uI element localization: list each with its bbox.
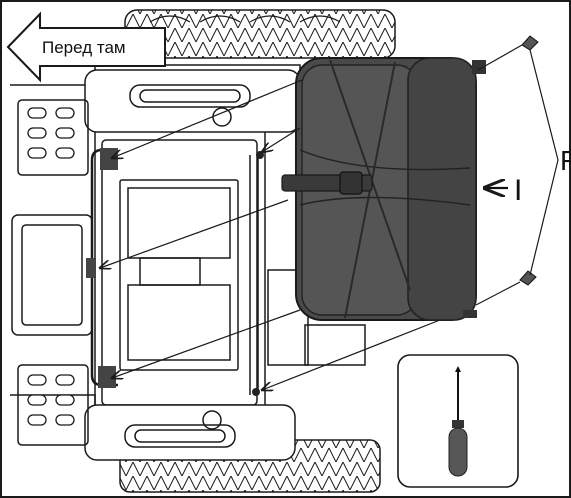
screw-callout-bracket bbox=[529, 49, 559, 276]
bracket-clip-top bbox=[100, 148, 118, 170]
side-vents bbox=[27, 107, 75, 426]
callout-letter-i: I bbox=[514, 174, 522, 207]
mount-hole-bottom bbox=[252, 388, 260, 396]
screwdriver-inset bbox=[397, 354, 519, 488]
front-direction-arrow: Перед там bbox=[6, 11, 166, 83]
screw-icon bbox=[519, 35, 539, 286]
screwdriver-icon bbox=[448, 366, 468, 477]
seat bbox=[281, 57, 486, 321]
direction-label: Перед там bbox=[42, 38, 126, 57]
bracket-clip-middle bbox=[86, 258, 96, 278]
callout-letter-r: F bbox=[560, 145, 571, 176]
assembly-lines bbox=[100, 44, 523, 390]
